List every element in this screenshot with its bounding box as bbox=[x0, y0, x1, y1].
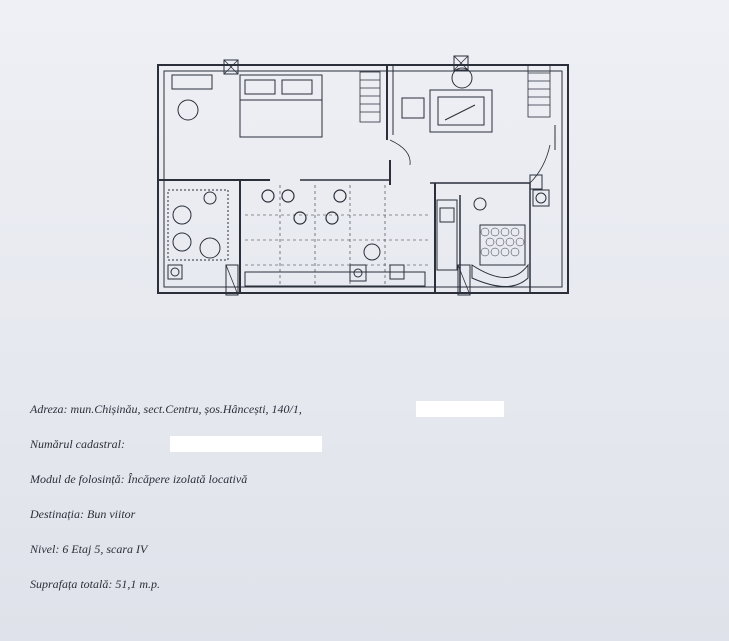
armchair bbox=[451, 67, 473, 89]
chair bbox=[177, 99, 199, 121]
dining-chair bbox=[333, 189, 347, 203]
bed bbox=[239, 74, 323, 138]
pillar bbox=[223, 59, 239, 75]
pillar bbox=[529, 174, 543, 190]
door-arc bbox=[389, 139, 411, 166]
total-area-value: 51,1 m.p. bbox=[115, 577, 161, 591]
dining-chair bbox=[293, 211, 307, 225]
bathroom-right-fixtures bbox=[436, 189, 550, 287]
address-value: mun.Chișinău, sect.Centru, șos.Hâncești,… bbox=[70, 402, 302, 416]
tile-pattern bbox=[480, 227, 525, 257]
address-line: Adreza: mun.Chișinău, sect.Centru, șos.H… bbox=[30, 398, 650, 433]
table bbox=[401, 89, 493, 133]
level-label: Nivel: bbox=[30, 542, 60, 556]
redaction-box bbox=[416, 401, 504, 417]
window bbox=[527, 64, 551, 118]
desk bbox=[171, 74, 213, 90]
dining-chair bbox=[325, 211, 339, 225]
usage-mode-line: Modul de folosință: Încăpere izolată loc… bbox=[30, 468, 650, 503]
usage-mode-value: Încăpere izolată locativă bbox=[127, 472, 248, 486]
pillar bbox=[457, 264, 471, 296]
redaction-box bbox=[170, 436, 322, 452]
destination-line: Destinația: Bun viitor bbox=[30, 503, 650, 538]
cadastral-number-label: Numărul cadastral: bbox=[30, 437, 126, 451]
door-arc bbox=[529, 144, 551, 184]
floor-plan-drawing bbox=[157, 55, 569, 296]
dining-chair bbox=[281, 189, 295, 203]
destination-value: Bun viitor bbox=[87, 507, 136, 521]
level-line: Nivel: 6 Etaj 5, scara IV bbox=[30, 538, 650, 573]
cadastral-number-line: Numărul cadastral: bbox=[30, 433, 650, 468]
plant bbox=[363, 243, 381, 261]
property-info: Adreza: mun.Chișinău, sect.Centru, șos.H… bbox=[30, 398, 650, 608]
dining-chair bbox=[261, 189, 275, 203]
total-area-label: Suprafața totală: bbox=[30, 577, 113, 591]
total-area-line: Suprafața totală: 51,1 m.p. bbox=[30, 573, 650, 608]
address-label: Adreza: bbox=[30, 402, 68, 416]
window bbox=[359, 71, 381, 123]
bathroom-fixtures bbox=[167, 189, 229, 280]
kitchen-counter bbox=[244, 264, 426, 287]
pillar bbox=[225, 264, 239, 296]
pillar bbox=[453, 55, 469, 71]
usage-mode-label: Modul de folosință: bbox=[30, 472, 125, 486]
floor-plan bbox=[150, 50, 580, 300]
level-value: 6 Etaj 5, scara IV bbox=[62, 542, 148, 556]
destination-label: Destinația: bbox=[30, 507, 84, 521]
